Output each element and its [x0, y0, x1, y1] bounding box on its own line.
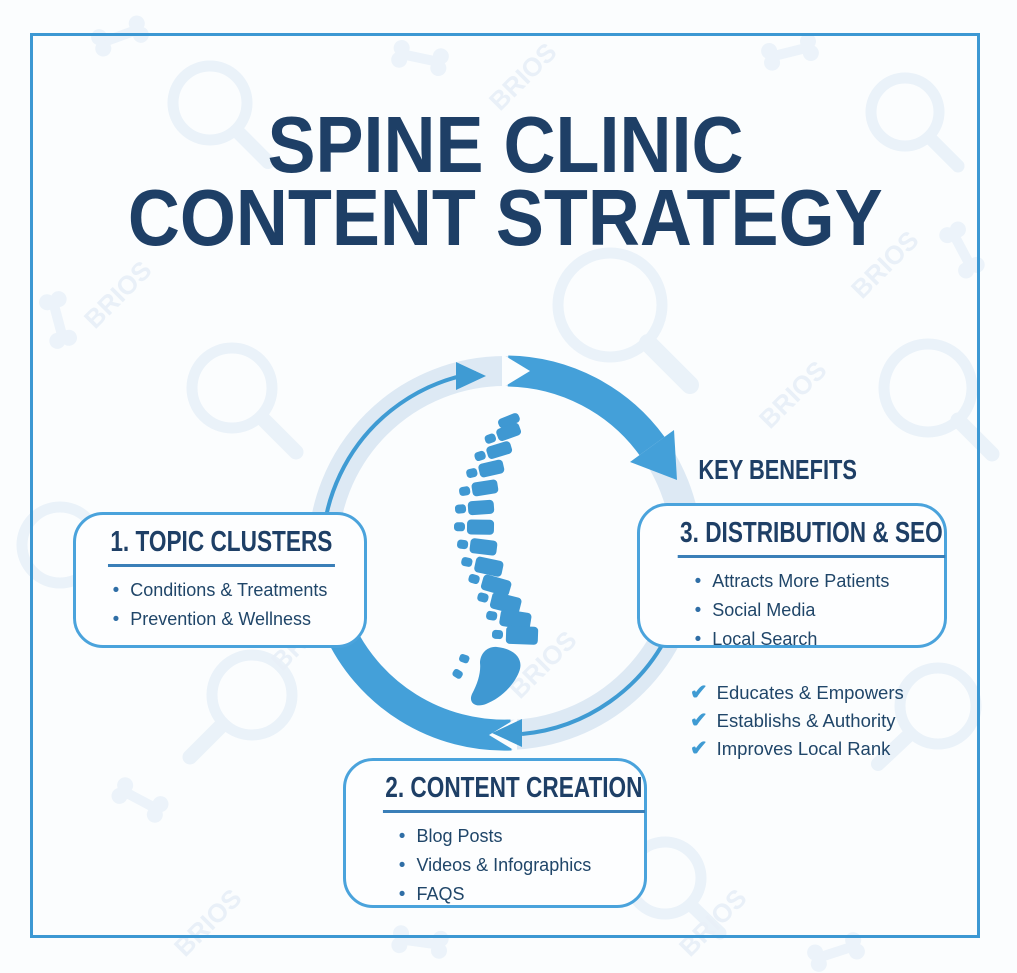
benefit-text: Improves Local Rank: [716, 738, 891, 759]
list-item: • Social Media: [695, 596, 890, 625]
box-bullet-list: • Conditions & Treatments • Prevention & W…: [113, 576, 328, 634]
list-item: • FAQS: [399, 880, 591, 909]
bullet-icon: •: [694, 629, 702, 650]
list-item: • Videos & Infographics: [399, 851, 591, 880]
box-bullet-list: • Blog Posts • Videos & Infographics • FAQS: [399, 822, 591, 909]
bullet-text: Conditions & Treatments: [130, 580, 328, 600]
bullet-text: Social Media: [712, 600, 816, 620]
box-content-creation: 2. CONTENT CREATION • Blog Posts • Videos …: [343, 758, 647, 908]
bullet-text: Blog Posts: [416, 826, 503, 846]
bullet-icon: •: [694, 571, 702, 592]
box-distribution-seo: 3. DISTRIBUTION & SEO • Attracts More Pat…: [637, 503, 947, 650]
bullet-icon: •: [398, 884, 406, 905]
list-item: • Conditions & Treatments: [113, 576, 328, 605]
page-title: SPINE CLINIC CONTENT STRATEGY: [30, 100, 980, 262]
box-bullet-list: • Attracts More Patients • Social Media • L…: [695, 567, 890, 654]
bullet-text: FAQS: [416, 884, 465, 904]
benefit-item: ✔ Establishs & Authority: [690, 707, 904, 735]
check-icon: ✔: [690, 709, 708, 732]
check-icon: ✔: [690, 737, 708, 760]
check-icon: ✔: [690, 681, 708, 704]
key-benefits-list: ✔ Educates & Empowers ✔ Establishs & Autho…: [690, 679, 904, 763]
key-benefits-heading-text: KEY BENEFITS: [698, 454, 858, 485]
bullet-icon: •: [112, 609, 120, 630]
title-line-1: SPINE CLINIC: [266, 100, 744, 189]
benefit-item: ✔ Improves Local Rank: [690, 735, 904, 763]
spine-illustration: [452, 413, 539, 706]
key-benefits-heading: KEY BENEFITS: [658, 455, 898, 485]
bullet-text: Local Search: [712, 629, 818, 649]
box-heading: 3. DISTRIBUTION & SEO: [677, 518, 946, 558]
bullet-text: Videos & Infographics: [416, 855, 592, 875]
title-line-2: CONTENT STRATEGY: [127, 173, 883, 262]
bullet-text: Attracts More Patients: [712, 571, 890, 591]
bullet-icon: •: [694, 600, 702, 621]
magnifier-watermark-icon: [16, 60, 1000, 940]
list-item: • Attracts More Patients: [695, 567, 890, 596]
cycle-arrow-top-right: [502, 354, 677, 480]
bullet-icon: •: [398, 826, 406, 847]
benefit-item: ✔ Educates & Empowers: [690, 679, 904, 707]
cycle-thin-arrow-bottom: [492, 629, 672, 747]
list-item: • Local Search: [695, 625, 890, 654]
benefit-text: Educates & Empowers: [716, 682, 904, 703]
box-heading: 1. TOPIC CLUSTERS: [107, 527, 335, 567]
bullet-text: Prevention & Wellness: [130, 609, 312, 629]
bullet-icon: •: [112, 580, 120, 601]
list-item: • Prevention & Wellness: [113, 605, 328, 634]
box-heading: 2. CONTENT CREATION: [382, 773, 645, 813]
box-topic-clusters: 1. TOPIC CLUSTERS • Conditions & Treatmen…: [73, 512, 367, 648]
benefit-text: Establishs & Authority: [716, 710, 896, 731]
bullet-icon: •: [398, 855, 406, 876]
list-item: • Blog Posts: [399, 822, 591, 851]
border-frame: [30, 33, 980, 938]
